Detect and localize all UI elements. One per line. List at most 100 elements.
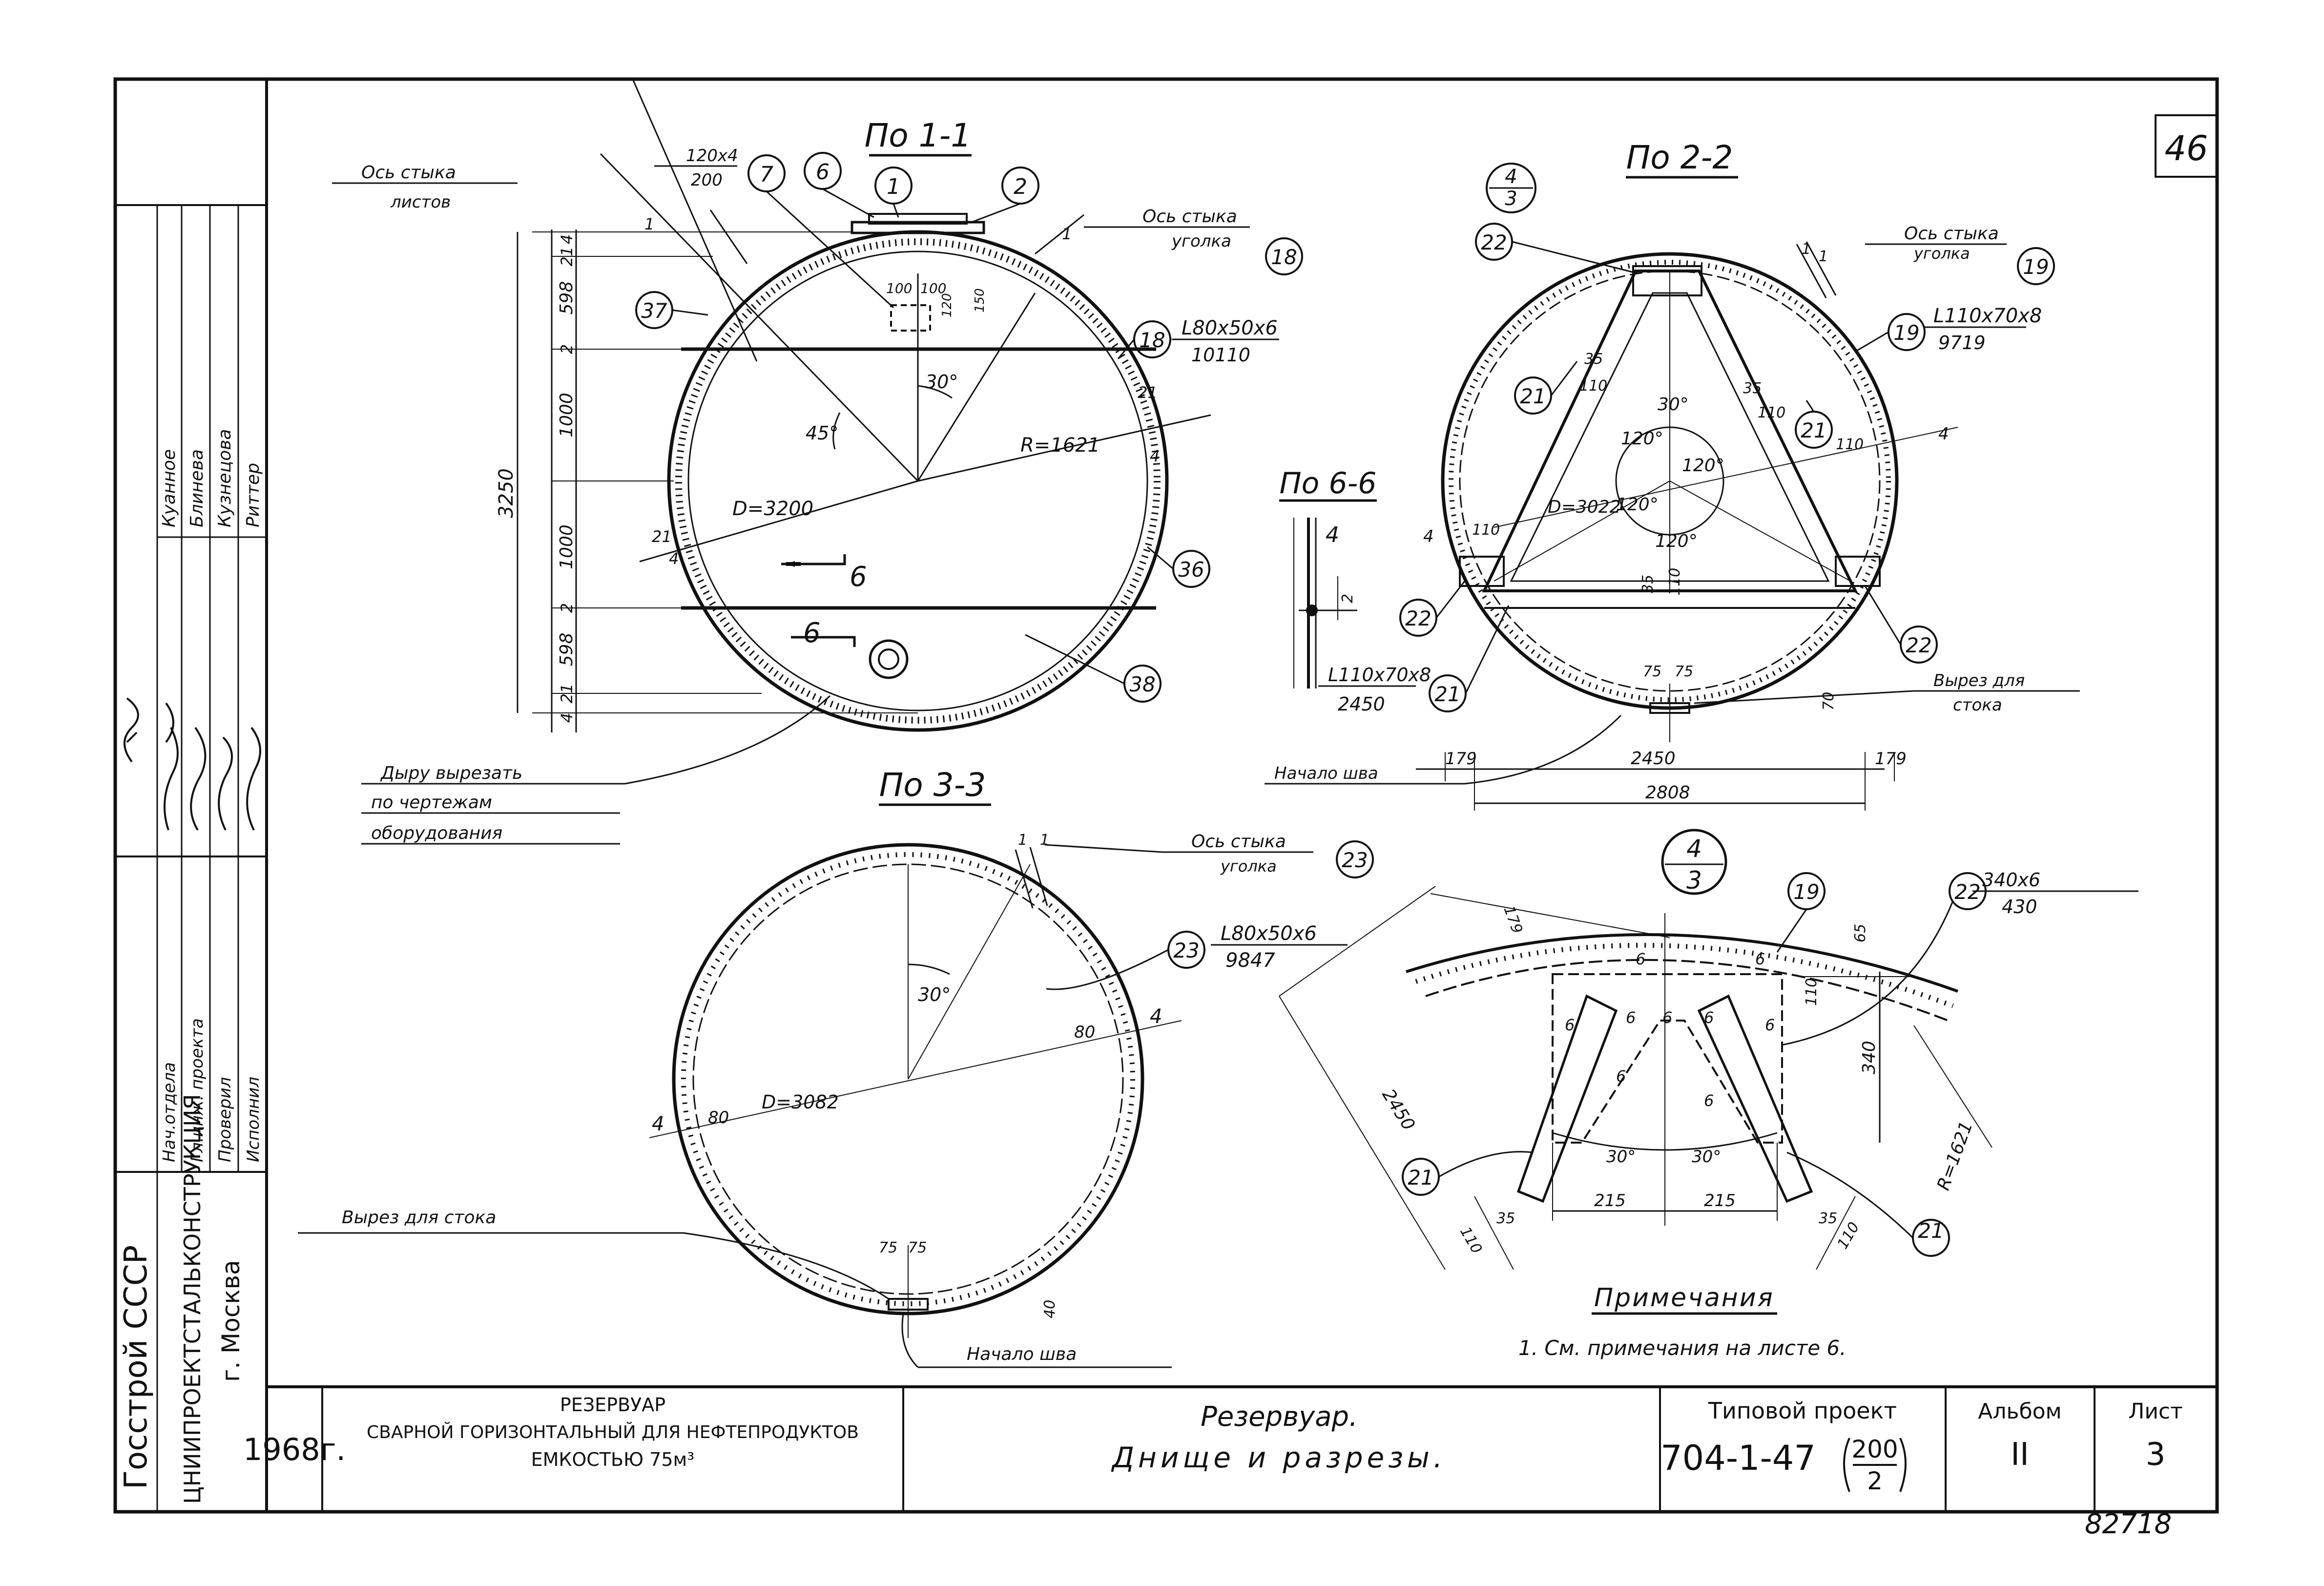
node-weld-7: 6 — [1616, 1067, 1626, 1085]
left-stamp: Госстрой СССР ЦНИИПРОЕКТСТАЛЬКОНСТРУКЦИЯ… — [118, 429, 263, 1504]
tb-sheet-title-1: Резервуар. — [1201, 1401, 1358, 1433]
s11-joint-angle-label-1: Ось стыка — [1142, 207, 1237, 227]
s33-cut-note: Вырез для стока — [342, 1208, 496, 1228]
callout-18-top: 18 — [1271, 245, 1297, 269]
node-dim-110-right: 110 — [1834, 1219, 1863, 1252]
tb-project-fraction-bottom: 2 — [1867, 1467, 1883, 1495]
s22-cut-note-1: Вырез для — [1933, 671, 2025, 690]
node-callout-22: 22 — [1954, 880, 1980, 904]
s11-dim-21-left: 21 — [652, 527, 672, 546]
s33-angle-30: 30° — [918, 984, 951, 1005]
section-6-6: По 6-6 4 2 L110х70х8 2450 — [1279, 466, 1431, 715]
node-dim-110: 110 — [1803, 978, 1820, 1006]
node-dim-215-right: 215 — [1704, 1191, 1736, 1210]
s11-diameter: D=3200 — [732, 498, 813, 520]
s22-dim-8: 75 — [1643, 663, 1661, 680]
s22-dim-2808: 2808 — [1645, 783, 1690, 803]
tb-sheet-title-2: Днище и разрезы. — [1111, 1441, 1447, 1474]
s22-dim-5: 110 — [1472, 522, 1500, 539]
s33-dim-80-right: 80 — [1074, 1023, 1095, 1042]
s22-diameter: D=3022 — [1548, 497, 1621, 517]
section-3-3: По 3-3 Ось стыка уголка L80х50х6 9847 D=… — [298, 766, 1374, 1368]
stamp-role-head: Нач.отдела — [160, 1062, 179, 1162]
signatures — [124, 697, 261, 831]
s33-angle-length: 9847 — [1225, 949, 1275, 972]
s33-dim-40: 40 — [1041, 1300, 1058, 1318]
dim-v-8: 21 — [558, 684, 576, 704]
s22-dim-1: 110 — [1579, 377, 1607, 395]
node-dim-35-left: 35 — [1496, 1210, 1515, 1227]
s22-node-top: 4 — [1505, 166, 1517, 188]
s11-plate-top: 120х4 — [686, 146, 738, 166]
s22-dim-11: 4 — [1423, 527, 1434, 546]
s33-dim-1-b: 1 — [1040, 832, 1049, 849]
callout-22-left: 22 — [1405, 606, 1431, 630]
node-dim-65: 65 — [1852, 924, 1869, 942]
stamp-name-4: Риттер — [243, 463, 263, 527]
node-dim-215-left: 215 — [1594, 1191, 1626, 1210]
dim-v-9: 4 — [558, 713, 576, 723]
node-dim-2450: 2450 — [1378, 1085, 1418, 1134]
stamp-role-executed: Исполнил — [244, 1077, 263, 1162]
s22-dim-6: 35 — [1639, 575, 1657, 593]
callout-7: 7 — [760, 162, 773, 187]
sheet-number-corner: 46 — [2164, 128, 2208, 168]
stamp-org-institute: ЦНИИПРОЕКТСТАЛЬКОНСТРУКЦИЯ — [179, 1094, 206, 1504]
s33-dim-75-a: 75 — [879, 1239, 897, 1256]
s33-diameter: D=3082 — [762, 1091, 839, 1113]
s22-weld-start: Начало шва — [1274, 764, 1378, 783]
section-1-1-title: По 1-1 — [865, 117, 972, 154]
s22-dim-0: 35 — [1584, 351, 1603, 368]
s11-angle-profile: L80х50х6 — [1182, 317, 1278, 339]
node-dim-110-left: 110 — [1456, 1224, 1485, 1257]
s33-angle-profile: L80х50х6 — [1221, 922, 1317, 945]
s11-joint-label-1: Ось стыка — [361, 163, 456, 183]
s22-angle-2: 120° — [1616, 495, 1659, 515]
s11-joint-label-2: листов — [390, 192, 451, 212]
callout-37: 37 — [641, 299, 667, 323]
s33-dim-80-left: 80 — [708, 1108, 729, 1127]
title-block: 1968г. РЕЗЕРВУАР СВАРНОЙ ГОРИЗОНТАЛЬНЫЙ … — [243, 1394, 2183, 1495]
callout-22-right: 22 — [1906, 633, 1931, 657]
s33-dim-1-a: 1 — [1018, 832, 1027, 849]
callout-19-right: 19 — [1893, 321, 1919, 345]
s11-dim-21-right: 21 — [1138, 383, 1158, 402]
stamp-name-1: Куанное — [159, 449, 179, 527]
s11-hole-note-1: Дыру вырезать — [380, 763, 522, 783]
s22-dim-179-left: 179 — [1445, 749, 1477, 769]
tb-sheet-value: 3 — [2146, 1437, 2166, 1473]
callout-2: 2 — [1014, 174, 1027, 199]
s33-joint-label-1: Ось стыка — [1191, 832, 1286, 852]
s22-angle-4: 30° — [1658, 395, 1689, 415]
stamp-role-checked: Проверил — [215, 1077, 235, 1162]
tb-object-line2: СВАРНОЙ ГОРИЗОНТАЛЬНЫЙ ДЛЯ НЕФТЕПРОДУКТО… — [367, 1422, 859, 1442]
tb-year: 1968г. — [243, 1432, 346, 1467]
s22-dim-179-right: 179 — [1875, 749, 1907, 769]
node-weld-5: 6 — [1704, 1008, 1714, 1027]
callout-21-center: 21 — [1801, 418, 1826, 442]
s11-dim-4-right: 4 — [1150, 447, 1160, 465]
dim-overall-height: 3250 — [495, 468, 518, 518]
tb-project-number: 704-1-47 — [1660, 1438, 1816, 1478]
s22-angle-1: 120° — [1682, 456, 1724, 476]
section-2-2-title: По 2-2 — [1626, 139, 1733, 176]
node-weld-8: 6 — [1704, 1091, 1714, 1110]
s11-angle-45: 45° — [806, 422, 838, 444]
dim-v-6: 2 — [558, 603, 576, 613]
node-4-3-marker-top — [1486, 163, 1536, 213]
node-dim-35-right: 35 — [1819, 1210, 1837, 1227]
s22-joint-label-2: уголка — [1913, 244, 1970, 263]
callout-22-top: 22 — [1481, 230, 1507, 254]
tb-object-line3: ЕМКОСТЬЮ 75м³ — [531, 1449, 695, 1470]
stamp-name-2: Блинева — [187, 449, 207, 527]
node-4-3-detail: 4 3 340х6 430 179 65 110 340 2450 215 — [1279, 829, 2138, 1270]
dim-v-5: 1000 — [557, 524, 577, 569]
s22-callouts: 19 19 21 21 21 22 22 22 — [1399, 223, 2055, 712]
notes-heading: Примечания — [1594, 1283, 1774, 1313]
tb-album-value: II — [2011, 1437, 2029, 1473]
s22-angle-length: 9719 — [1938, 332, 1986, 354]
note-item-1: 1. См. примечания на листе 6. — [1518, 1336, 1847, 1360]
callout-1: 1 — [887, 174, 900, 199]
callout-38: 38 — [1129, 672, 1155, 696]
s22-angle-profile: L110х70х8 — [1933, 305, 2042, 327]
